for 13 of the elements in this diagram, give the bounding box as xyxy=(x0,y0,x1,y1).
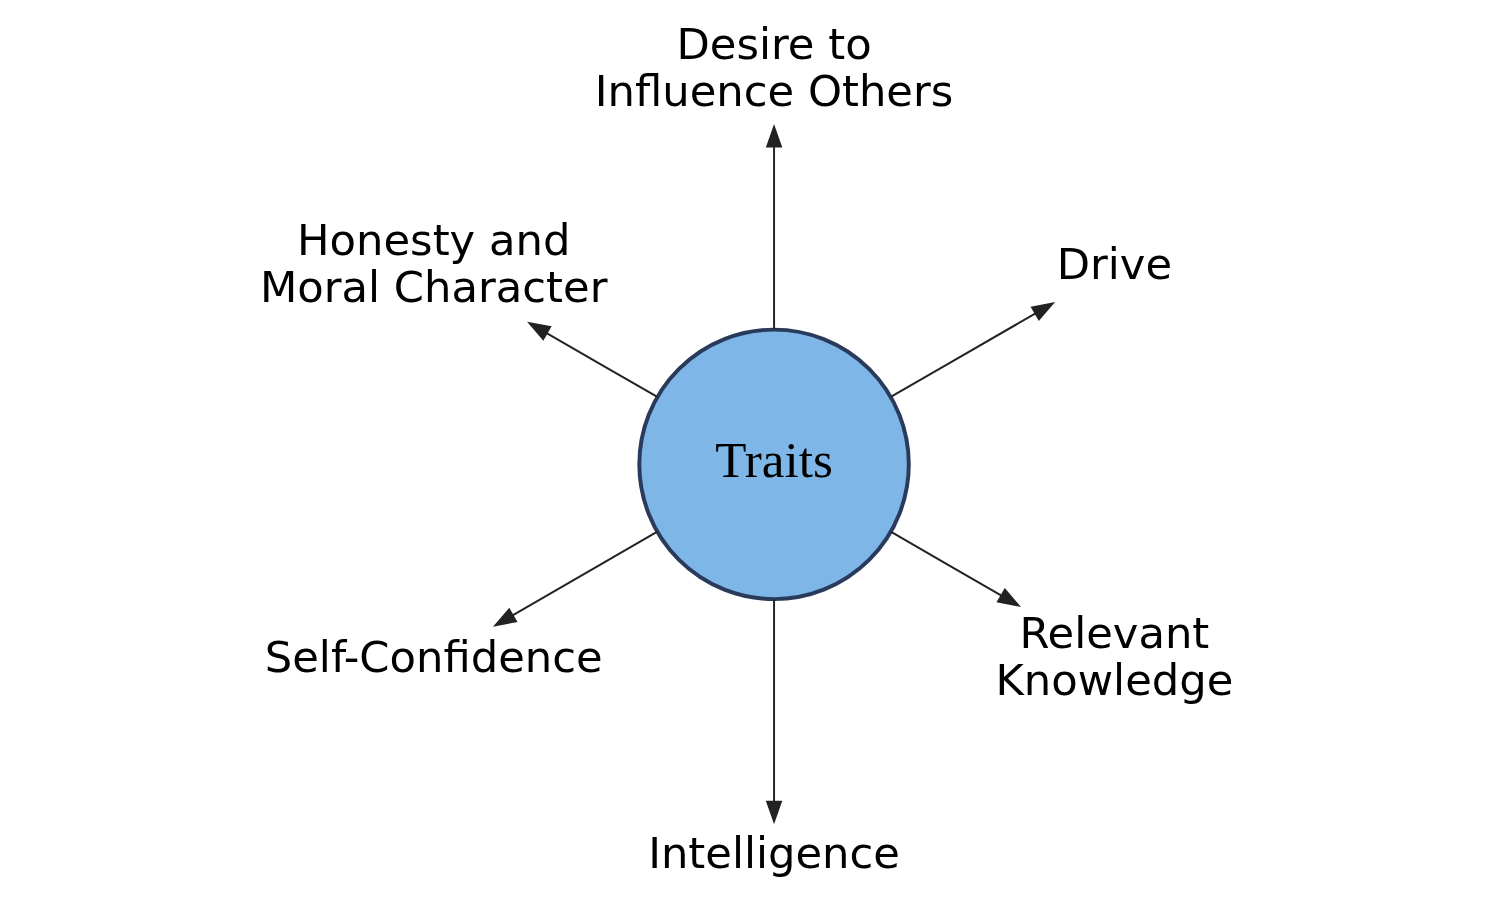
node-text: Self-Confidence xyxy=(264,631,603,682)
arrow xyxy=(765,123,782,331)
node-text: Desire to Influence Others xyxy=(594,18,953,116)
arrow xyxy=(765,598,782,825)
node-text: Intelligence xyxy=(647,828,900,879)
arrow xyxy=(526,321,658,398)
node-circle: Traits xyxy=(636,327,911,602)
node-text: Honesty and Moral Character xyxy=(259,215,607,313)
arrow xyxy=(889,302,1055,398)
node-text: Relevant Knowledge xyxy=(994,608,1233,706)
arrow xyxy=(889,530,1021,607)
arrow xyxy=(492,530,658,627)
node-text: Drive xyxy=(1056,238,1172,289)
